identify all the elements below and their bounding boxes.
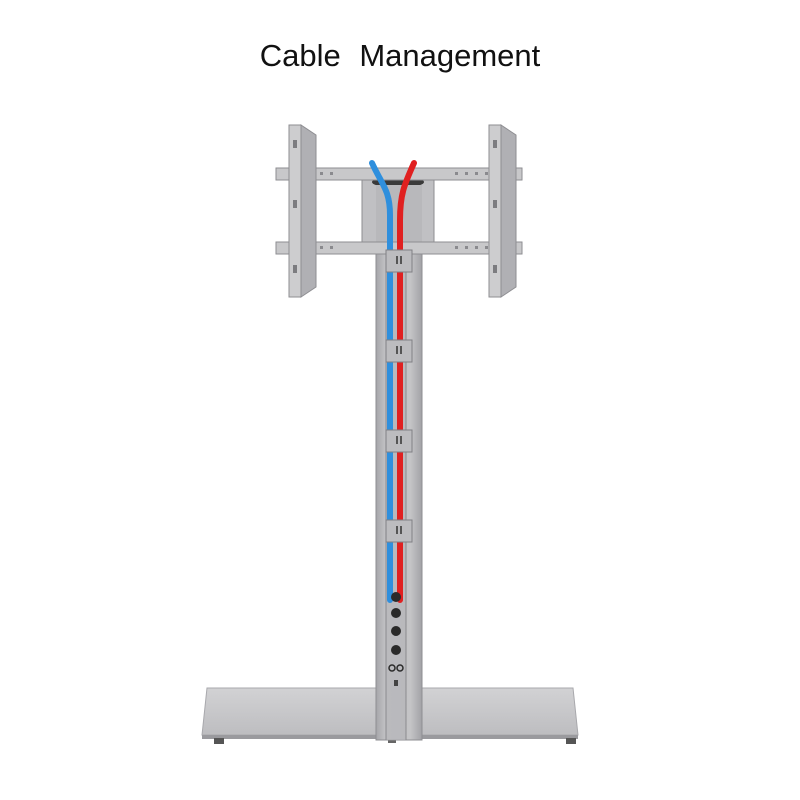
cable-red [397,160,417,603]
cable-clip [385,249,413,543]
vesa-arm-left [288,124,317,298]
power-port [388,592,404,686]
vesa-arm-right [488,124,517,298]
cable-blue [369,160,393,603]
page-title: Cable Management [259,38,541,73]
